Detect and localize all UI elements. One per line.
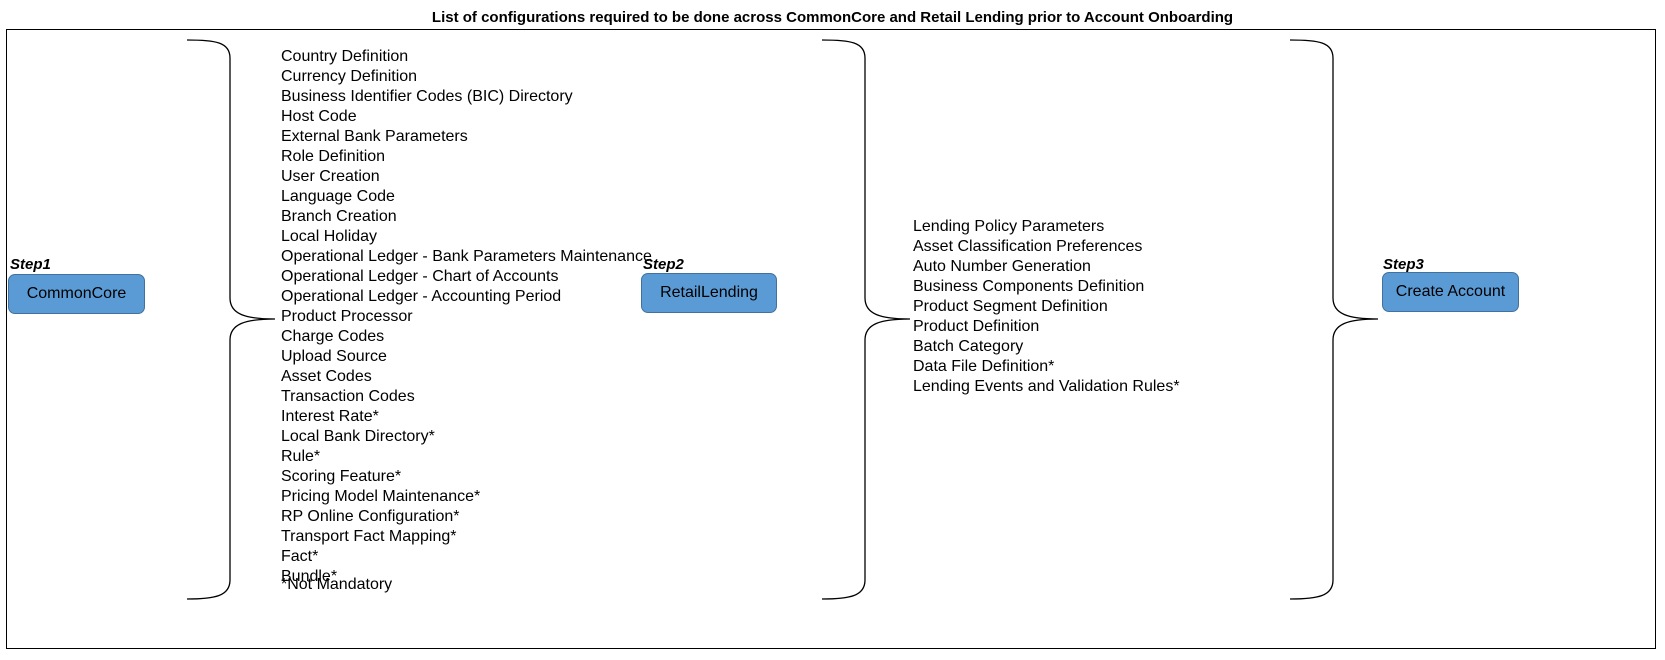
config-item: Local Holiday [281,228,378,245]
config-item: Transaction Codes [281,388,415,405]
config-item: Charge Codes [281,328,385,345]
config-item: Data File Definition* [913,358,1055,375]
config-item: External Bank Parameters [281,128,468,145]
create-account-step-box[interactable]: Create Account [1382,272,1519,312]
config-item: Interest Rate* [281,408,379,425]
config-item: Role Definition [281,148,386,165]
config-item: RP Online Configuration* [281,508,460,525]
config-item: Product Segment Definition [913,298,1108,315]
config-item: Language Code [281,188,395,205]
config-item: User Creation [281,168,380,185]
config-item: Product Processor [281,308,413,325]
retaillending-step-box[interactable]: RetailLending [641,273,777,313]
diagram-frame [6,29,1656,649]
config-item: Rule* [281,448,321,465]
config-item: Operational Ledger - Bank Parameters Mai… [281,248,652,265]
config-item: Lending Events and Validation Rules* [913,378,1180,395]
step2-label: Step2 [643,256,684,273]
config-item: Business Identifier Codes (BIC) Director… [281,88,573,105]
not-mandatory-footnote: *Not Mandatory [281,576,393,593]
config-item: Asset Codes [281,368,372,385]
config-item: Pricing Model Maintenance* [281,488,481,505]
retaillending-brace [821,39,911,600]
config-item: Host Code [281,108,357,125]
config-item: Branch Creation [281,208,397,225]
config-item: Business Components Definition [913,278,1145,295]
step3-label: Step3 [1383,256,1424,273]
config-item: Operational Ledger - Chart of Accounts [281,268,559,285]
config-item: Operational Ledger - Accounting Period [281,288,562,305]
config-item: Asset Classification Preferences [913,238,1143,255]
config-item: Product Definition [913,318,1040,335]
config-item: Batch Category [913,338,1024,355]
commoncore-brace [186,39,276,600]
step1-label: Step1 [10,256,51,273]
config-item: Lending Policy Parameters [913,218,1105,235]
diagram-title: List of configurations required to be do… [431,9,1234,26]
config-item: Bundle* [281,568,338,585]
config-item: Transport Fact Mapping* [281,528,457,545]
config-item: Upload Source [281,348,387,365]
config-item: Local Bank Directory* [281,428,435,445]
config-item: Currency Definition [281,68,418,85]
config-item: Auto Number Generation [913,258,1091,275]
config-item: Fact* [281,548,319,565]
config-item: Country Definition [281,48,409,65]
config-item: Scoring Feature* [281,468,402,485]
commoncore-step-box[interactable]: CommonCore [8,274,145,314]
create-account-brace [1289,39,1379,600]
